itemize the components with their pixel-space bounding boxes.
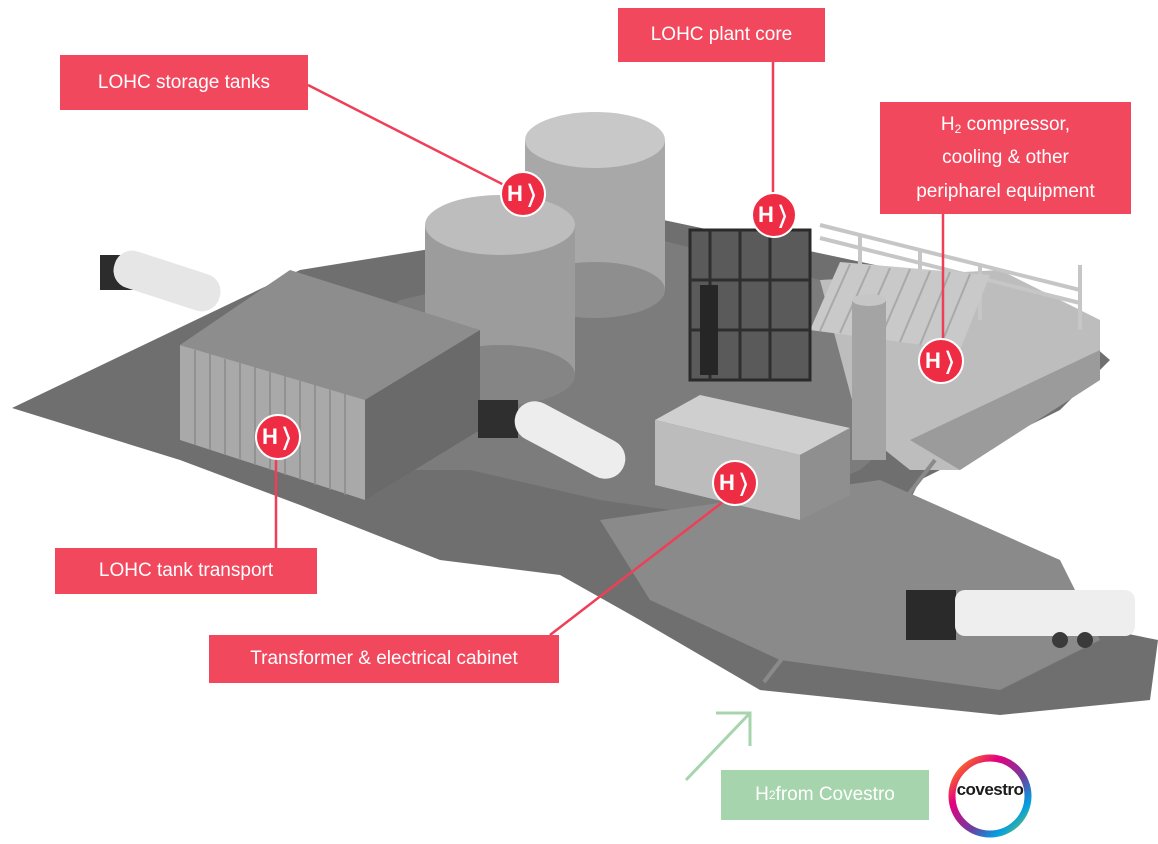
truck-middle bbox=[478, 400, 626, 479]
chevron-right-icon: ❭ bbox=[278, 423, 294, 450]
label-storage-tanks: LOHC storage tanks bbox=[60, 55, 308, 110]
h2-arrow bbox=[684, 711, 752, 782]
covestro-logo bbox=[948, 754, 1032, 838]
transformer-side bbox=[800, 428, 850, 520]
covestro-logo-text: covestro bbox=[956, 780, 1024, 799]
h2-badge-storage: H❭ bbox=[500, 171, 546, 217]
connector-storage bbox=[307, 83, 511, 190]
vertical-vessel bbox=[852, 300, 886, 460]
transformer-roof bbox=[655, 395, 850, 455]
h2-pipeline bbox=[762, 458, 937, 684]
chevron-right-icon: ❭ bbox=[941, 347, 957, 374]
connector-transformer bbox=[549, 497, 729, 636]
label-plant-core: LOHC plant core bbox=[618, 8, 825, 62]
warehouse-roof bbox=[180, 270, 480, 400]
warehouse-side bbox=[365, 330, 480, 500]
right-slab-edge bbox=[910, 350, 1100, 470]
chevron-right-icon: ❭ bbox=[523, 180, 539, 207]
label-transformer: Transformer & electrical cabinet bbox=[209, 635, 559, 683]
road-pad bbox=[600, 480, 1100, 690]
label-tank-transport: LOHC tank transport bbox=[55, 548, 317, 594]
h2-badge-core: H❭ bbox=[751, 192, 797, 238]
chevron-right-icon: ❭ bbox=[735, 469, 751, 496]
h2-badge-compressor: H❭ bbox=[918, 338, 964, 384]
truck-right bbox=[906, 590, 1135, 648]
h2-badge-transformer: H❭ bbox=[712, 460, 758, 506]
h2-badge-transport: H❭ bbox=[255, 414, 301, 460]
chevron-right-icon: ❭ bbox=[774, 201, 790, 228]
label-compressor: H2 compressor, cooling & other periphare… bbox=[880, 102, 1131, 214]
truck-left bbox=[100, 250, 221, 312]
